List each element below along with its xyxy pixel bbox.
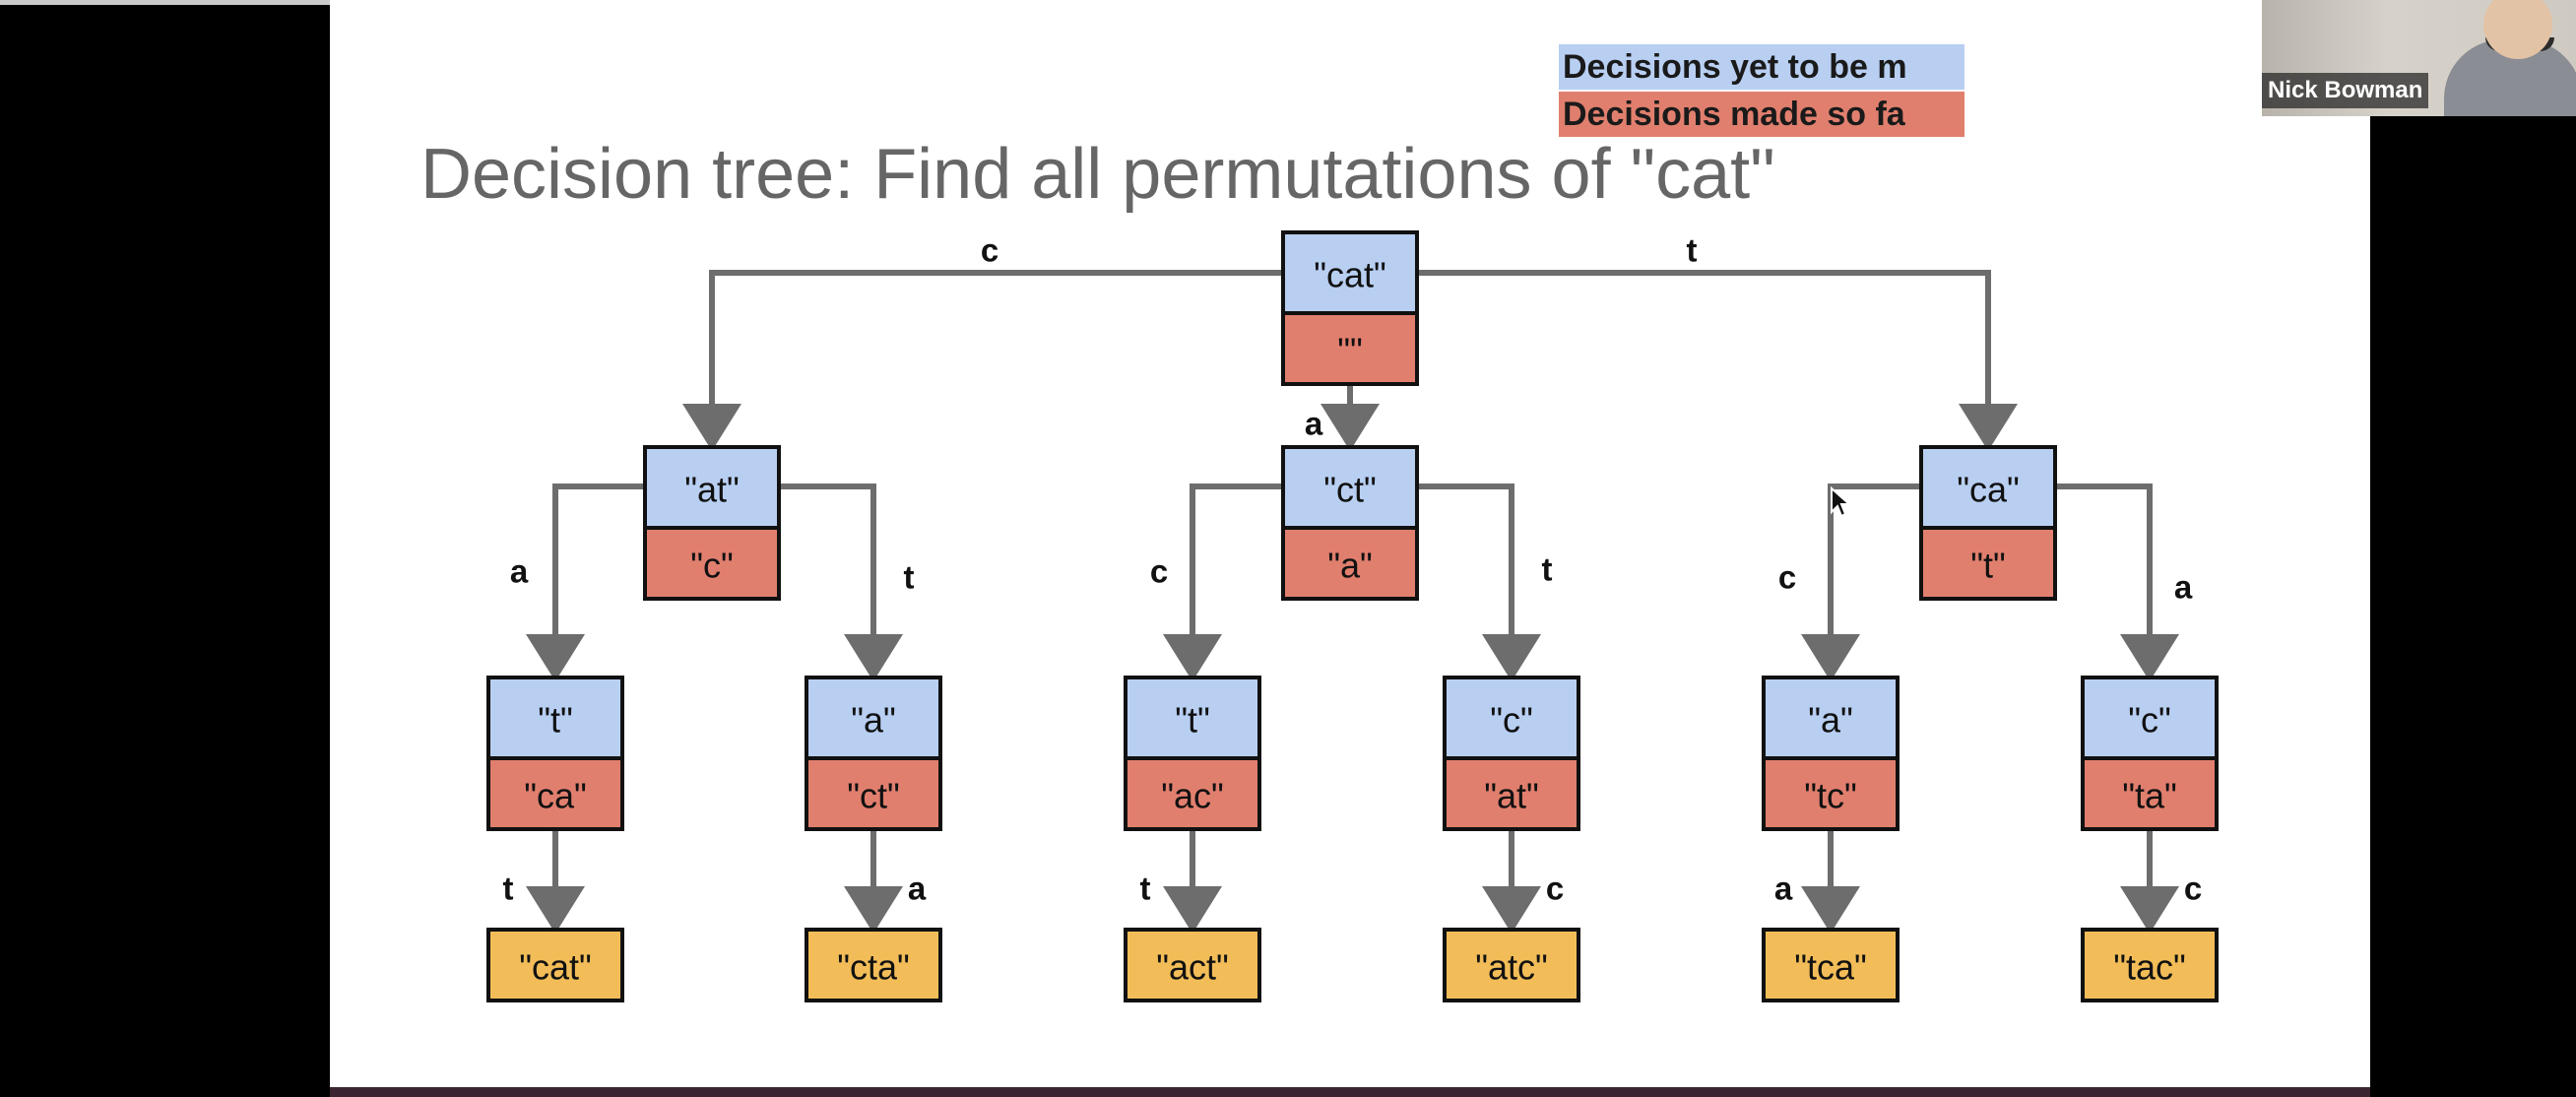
legend-remaining-decisions: Decisions yet to be m [1559,44,1964,90]
edge-label-l1-0-left: a [510,553,529,590]
node-level2-5-remaining-text: "c" [2128,700,2171,741]
leaf-0-box [486,928,624,1002]
edge-label-leaf-1: a [908,871,927,907]
edge-label-leaf-4: a [1774,871,1793,907]
presentation-slide: Decision tree: Find all permutations of … [330,0,2370,1097]
node-level2-5-chosen-box [2081,756,2219,831]
node-level2-5: "c" "ta" [2081,676,2219,831]
node-level1-2: "ca" "t" [1919,445,2057,601]
edge-label-l1-0-right: t [904,559,915,596]
edge-label-leaf-3: c [1546,871,1564,907]
node-level1-1-chosen-text: "a" [1327,546,1373,586]
node-level1-0-remaining-text: "at" [684,470,740,510]
leaf-3-box [1443,928,1580,1002]
node-level2-3: "c" "at" [1443,676,1580,831]
edge-root-to-at [682,270,1283,451]
leaf-1-text: "cta" [837,947,910,988]
node-level2-3-remaining-box [1443,676,1580,760]
node-level2-0-remaining-text: "t" [538,700,573,741]
node-level2-2-remaining-text: "t" [1175,700,1210,741]
leaf-3: "atc" [1443,928,1580,1002]
edge-l1-0-right [779,484,903,681]
node-level2-3-chosen-box [1443,756,1580,831]
node-level2-1-chosen-text: "ct" [847,776,900,816]
tree-edges: c a t a t c t c a t a t c a c [503,232,2202,934]
node-level2-2-chosen-text: "ac" [1161,776,1224,816]
edge-label-leaf-2: t [1140,871,1151,907]
edge-root-to-ca [1417,270,2018,451]
leaf-2-box [1124,928,1261,1002]
leaf-5-box [2081,928,2219,1002]
webcam-person-head [2483,0,2552,59]
leaf-2: "act" [1124,928,1261,1002]
node-level2-1-remaining-text: "a" [851,700,896,741]
node-root-chosen-box [1281,311,1419,386]
node-level2-4-remaining-text: "a" [1808,700,1853,741]
leaf-4-box [1762,928,1900,1002]
node-level2-4-remaining-box [1762,676,1900,760]
node-root-chosen-text: "" [1337,331,1363,371]
node-level2-0-chosen-box [486,756,624,831]
node-level1-2-chosen-box [1919,526,2057,601]
node-level2-5-remaining-box [2081,676,2219,760]
node-level2-2-chosen-box [1124,756,1261,831]
leaf-0-text: "cat" [519,947,592,988]
node-level1-2-chosen-text: "t" [1970,546,2006,586]
edge-label-root-c: c [981,232,998,269]
node-level2-1-chosen-box [805,756,942,831]
edge-label-leaf-0: t [503,871,514,907]
node-level1-1-chosen-box [1281,526,1419,601]
node-level2-0-chosen-text: "ca" [524,776,587,816]
leaf-1: "cta" [805,928,942,1002]
leaf-4: "tca" [1762,928,1900,1002]
edge-l1-0-left [526,484,645,681]
edge-l1-1-left [1163,484,1283,681]
window-bottom-border [330,1087,2370,1097]
webcam-participant-name: Nick Bowman [2262,73,2429,108]
leaf-1-box [805,928,942,1002]
node-level1-0-chosen-text: "c" [690,546,734,586]
node-level2-0: "t" "ca" [486,676,624,831]
node-level2-3-remaining-text: "c" [1490,700,1533,741]
legend-decisions-made: Decisions made so fa [1559,92,1964,137]
edge-l1-2-right [2055,484,2179,681]
edge-label-l1-2-right: a [2174,569,2193,606]
node-level2-4: "a" "tc" [1762,676,1900,831]
node-level2-1: "a" "ct" [805,676,942,831]
tree-nodes: "cat""""at""c""ct""a""ca""t""t""ca""a""c… [486,230,2219,1002]
leaf-3-text: "atc" [1475,947,1548,988]
node-root: "cat" "" [1281,230,1419,386]
node-level2-4-chosen-text: "tc" [1804,776,1857,816]
leaf-5: "tac" [2081,928,2219,1002]
mouse-cursor-icon [1831,486,1851,518]
edge-label-root-t: t [1687,232,1698,269]
leaf-5-text: "tac" [2113,947,2186,988]
edge-l1-1-right [1417,484,1541,681]
node-level1-1-remaining-text: "ct" [1323,470,1377,510]
node-root-remaining-text: "cat" [1314,255,1386,295]
node-level1-1: "ct" "a" [1281,445,1419,601]
node-level2-3-chosen-text: "at" [1484,776,1539,816]
webcam-thumbnail[interactable]: Nick Bowman [2262,0,2576,116]
node-level2-5-chosen-text: "ta" [2122,776,2177,816]
node-level2-2: "t" "ac" [1124,676,1261,831]
edge-label-l1-1-left: c [1150,553,1168,590]
leaf-2-text: "act" [1156,947,1229,988]
node-level2-2-remaining-box [1124,676,1261,760]
leaf-4-text: "tca" [1794,947,1867,988]
node-level1-0-chosen-box [643,526,781,601]
slide-title: Decision tree: Find all permutations of … [420,135,1775,214]
node-level1-0: "at" "c" [643,445,781,601]
edge-label-leaf-5: c [2184,871,2202,907]
edge-label-l1-1-right: t [1542,551,1553,588]
node-level1-2-remaining-box [1919,445,2057,530]
node-level2-0-remaining-box [486,676,624,760]
node-level2-4-chosen-box [1762,756,1900,831]
edge-label-l1-2-left: c [1778,559,1796,596]
leaf-0: "cat" [486,928,624,1002]
node-level1-2-remaining-text: "ca" [1957,470,2020,510]
edge-label-root-a: a [1305,406,1323,442]
